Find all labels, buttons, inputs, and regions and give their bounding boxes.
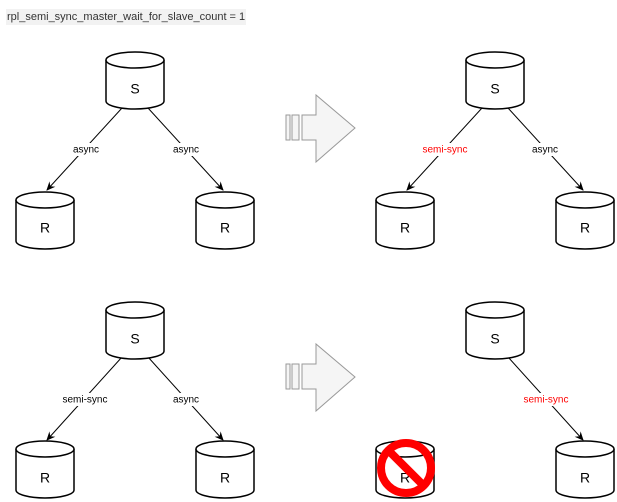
label-bg (419, 143, 471, 156)
row2-before-left-link-label: semi-sync (62, 395, 107, 406)
replica-label: R (580, 470, 590, 486)
transition-arrow-icon (285, 342, 356, 413)
replica-node: R (15, 440, 75, 499)
master-label: S (130, 81, 139, 97)
failed-replica-node: R (375, 439, 435, 499)
replica-label: R (400, 220, 410, 236)
replica-label: R (220, 220, 230, 236)
label-bg (59, 393, 111, 406)
row1-before-left-link-label: async (73, 145, 99, 156)
replica-node: R (555, 191, 615, 250)
replica-label: R (40, 220, 50, 236)
row2-after-group: semi-sync S R R (375, 301, 615, 499)
label-bg (529, 143, 561, 156)
row2-before-group: semi-sync async S R R (15, 301, 255, 499)
label-bg (520, 393, 572, 406)
master-node: S (105, 301, 165, 360)
replica-label: R (580, 220, 590, 236)
row2-after-right-link-label: semi-sync (523, 395, 568, 406)
label-bg (170, 143, 202, 156)
master-node: S (105, 51, 165, 110)
replica-node: R (375, 191, 435, 250)
replica-label: R (220, 470, 230, 486)
replica-node: R (195, 440, 255, 499)
row1-before-right-link-label: async (173, 145, 199, 156)
caption-label: rpl_semi_sync_master_wait_for_slave_coun… (6, 9, 247, 25)
label-bg (70, 143, 102, 156)
master-label: S (490, 81, 499, 97)
master-label: S (490, 331, 499, 347)
row1-after-left-link-label: semi-sync (422, 145, 467, 156)
master-node: S (465, 51, 525, 110)
row1-after-group: semi-sync async S R R (375, 51, 615, 250)
row1-after-right-link-label: async (532, 145, 558, 156)
label-bg (170, 393, 202, 406)
master-node: S (465, 301, 525, 360)
transition-arrow-icon (285, 93, 356, 164)
replica-label: R (400, 470, 410, 486)
replica-node: R (195, 191, 255, 250)
master-label: S (130, 331, 139, 347)
replica-node: R (15, 191, 75, 250)
prohibited-icon (377, 439, 435, 497)
row2-before-right-link-label: async (173, 395, 199, 406)
replica-label: R (40, 470, 50, 486)
replica-node: R (555, 440, 615, 499)
row1-before-group: async async S R R (15, 51, 255, 250)
